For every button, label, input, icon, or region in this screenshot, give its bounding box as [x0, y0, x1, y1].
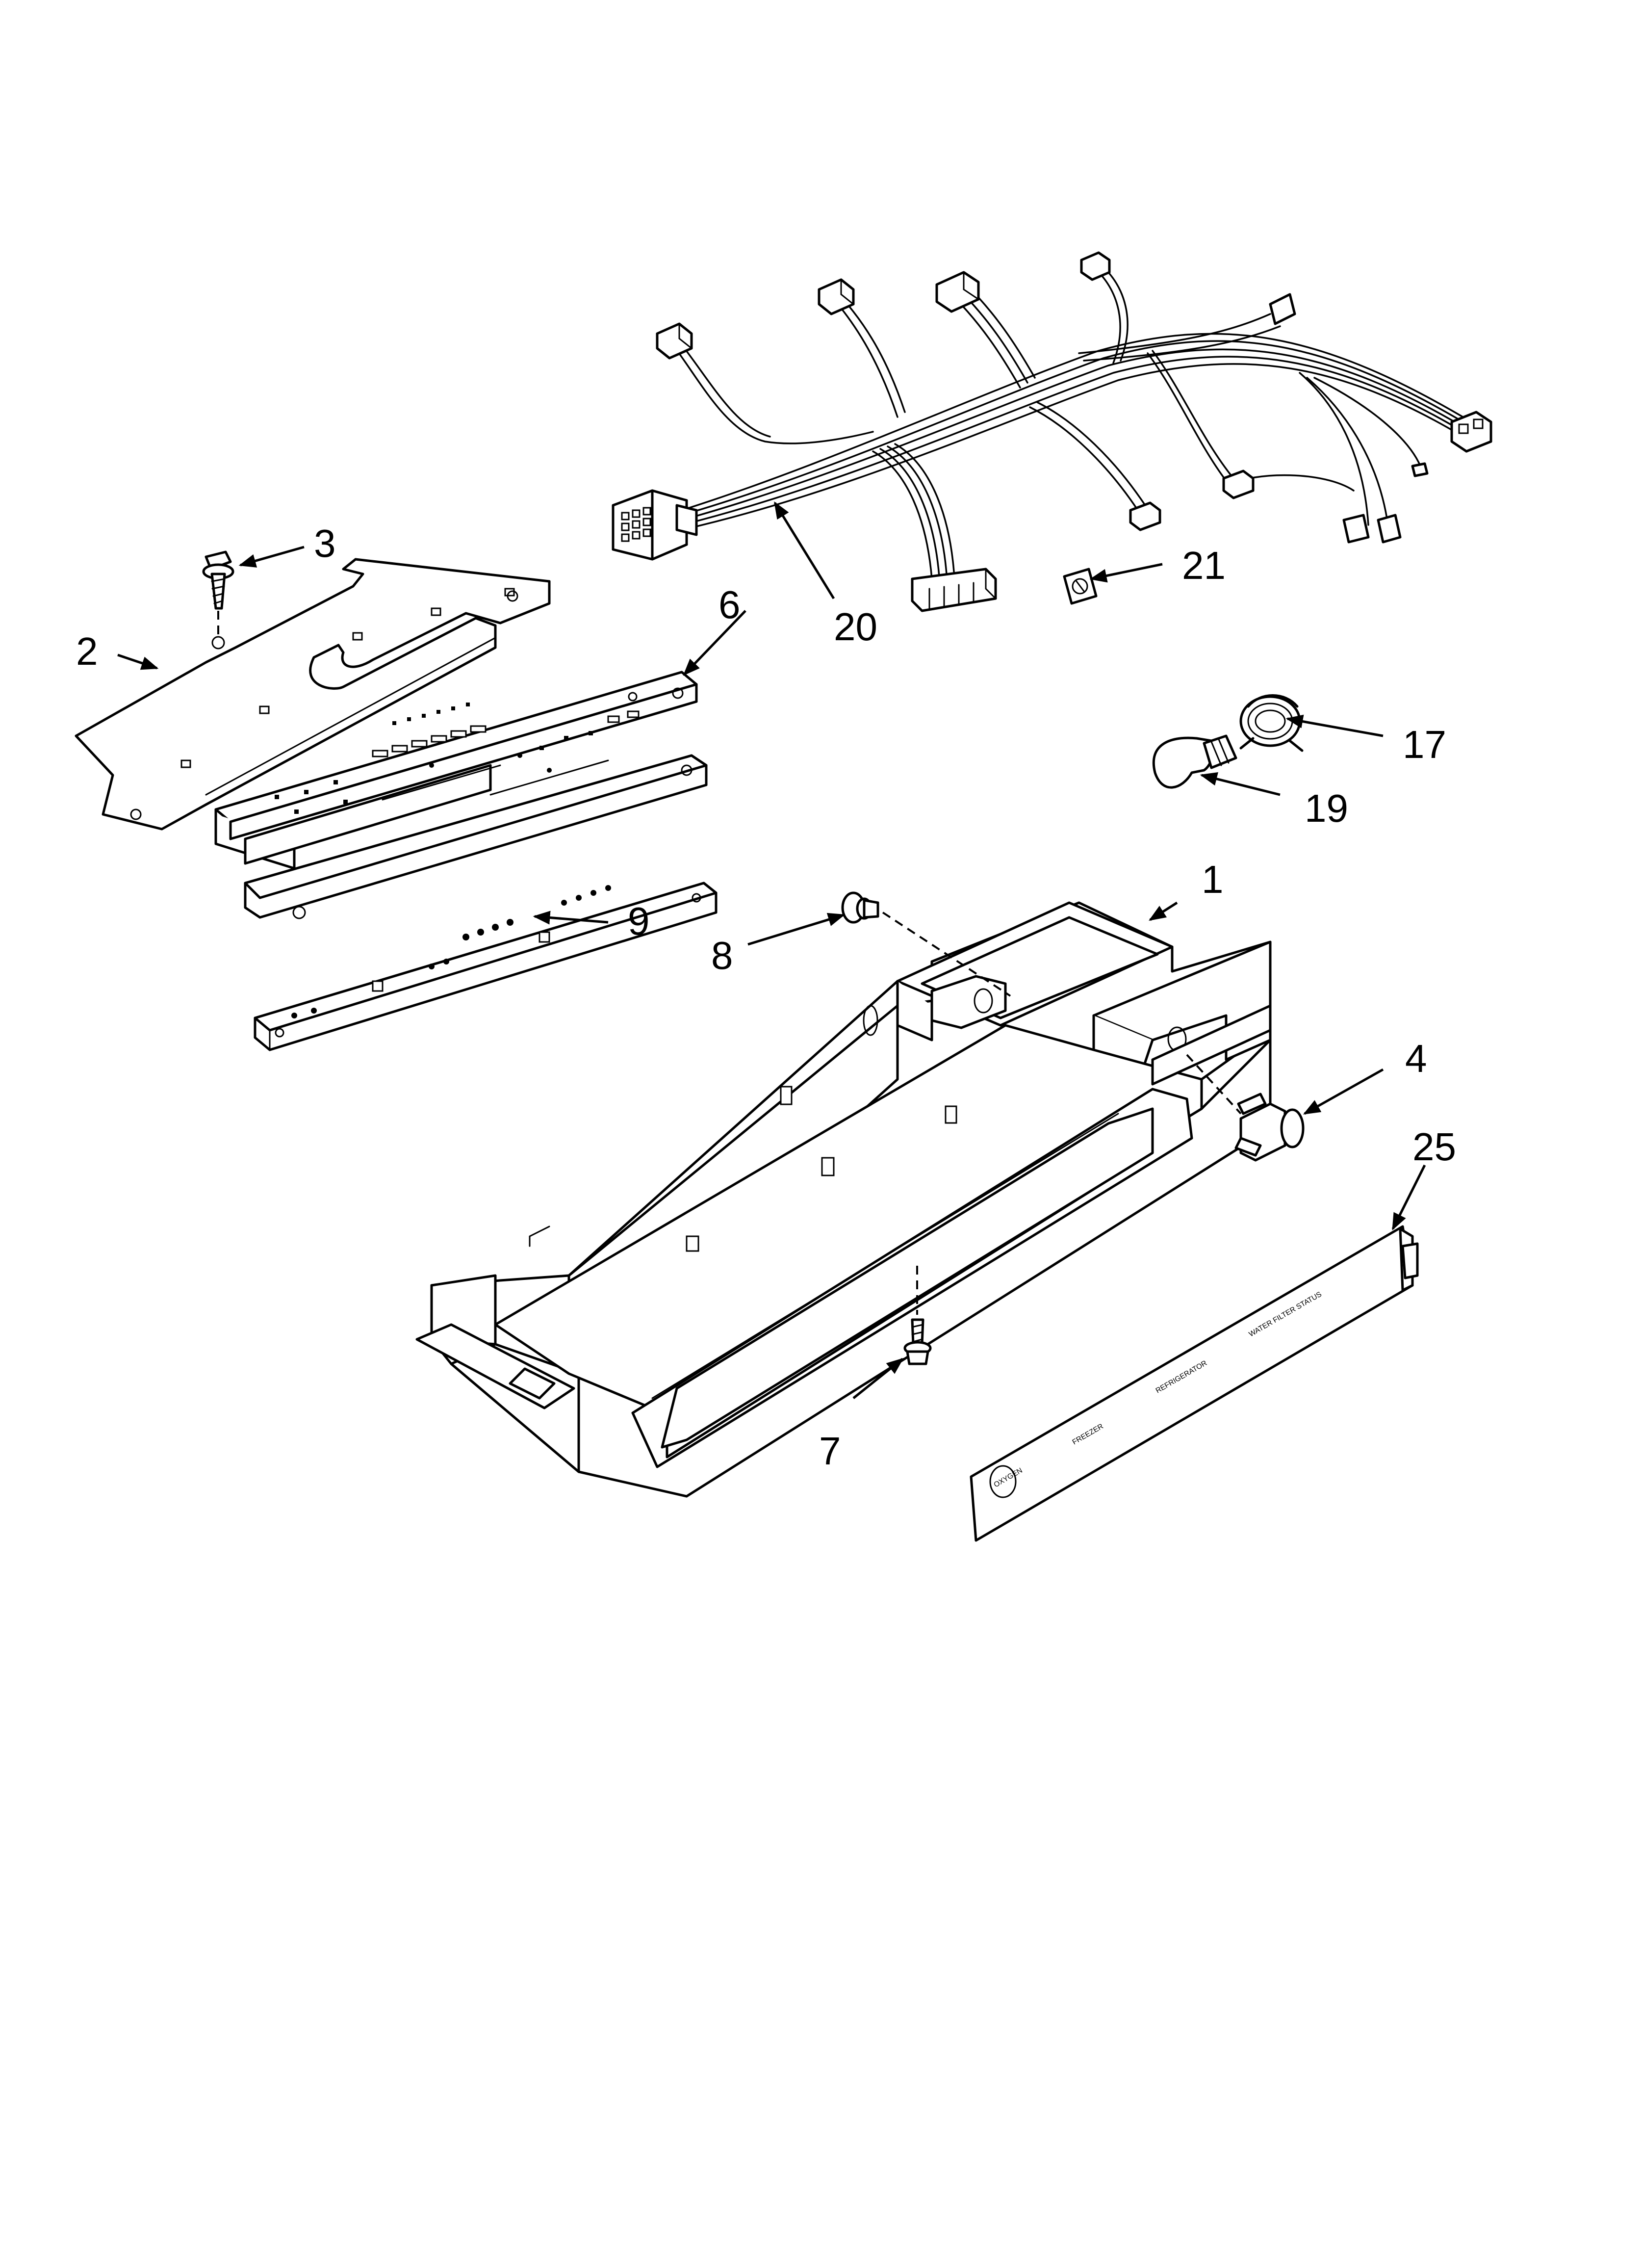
harness-connector-small-mid [1129, 501, 1161, 531]
screw-part-7 [903, 1266, 932, 1365]
callout-19: 19 [1305, 786, 1348, 830]
control-board-part-6 [214, 671, 708, 919]
leader-arrows [117, 501, 1426, 1399]
switch-part-4 [1234, 1093, 1305, 1162]
harness-connector-right [1450, 411, 1492, 453]
harness-connector-12pin [612, 489, 698, 561]
callout-20: 20 [834, 605, 877, 649]
callout-3: 3 [314, 521, 336, 565]
callout-2: 2 [76, 629, 98, 673]
harness-connector-5pin [911, 568, 997, 612]
clip-part-21 [1063, 568, 1098, 605]
plug-part-8 [841, 891, 879, 924]
screw-part-3 [202, 550, 234, 640]
callout-6: 6 [718, 583, 741, 626]
front-panel-part-25: OXYGEN FREEZER REFRIGERATOR WATER FILTER… [970, 1225, 1419, 1542]
callout-8: 8 [711, 934, 733, 977]
callout-17: 17 [1403, 723, 1446, 766]
harness-connector-a [656, 322, 693, 360]
harness-connector-b [818, 278, 855, 315]
harness-connector-c [935, 271, 980, 313]
control-housing-part-1 [415, 901, 1272, 1498]
mounting-plate-part-2 [75, 558, 551, 831]
callout-1: 1 [1202, 858, 1224, 901]
switch-guide-line [1186, 1054, 1242, 1115]
callout-25: 25 [1412, 1125, 1456, 1169]
callout-labels: 1 2 3 4 6 7 8 9 17 19 20 21 25 [76, 521, 1456, 1473]
callout-4: 4 [1405, 1037, 1427, 1080]
display-board-part-9 [254, 882, 718, 1051]
harness-terminals [1269, 293, 1429, 544]
plug-guide-line [882, 912, 1011, 997]
callout-21: 21 [1182, 544, 1226, 587]
harness-connector-mid-right [1222, 469, 1255, 499]
callout-7: 7 [819, 1429, 841, 1473]
callout-9: 9 [628, 899, 650, 943]
light-bulb-part-19 [1152, 734, 1237, 789]
harness-connector-d [1080, 251, 1111, 281]
lamp-socket-part-17 [1239, 694, 1304, 752]
